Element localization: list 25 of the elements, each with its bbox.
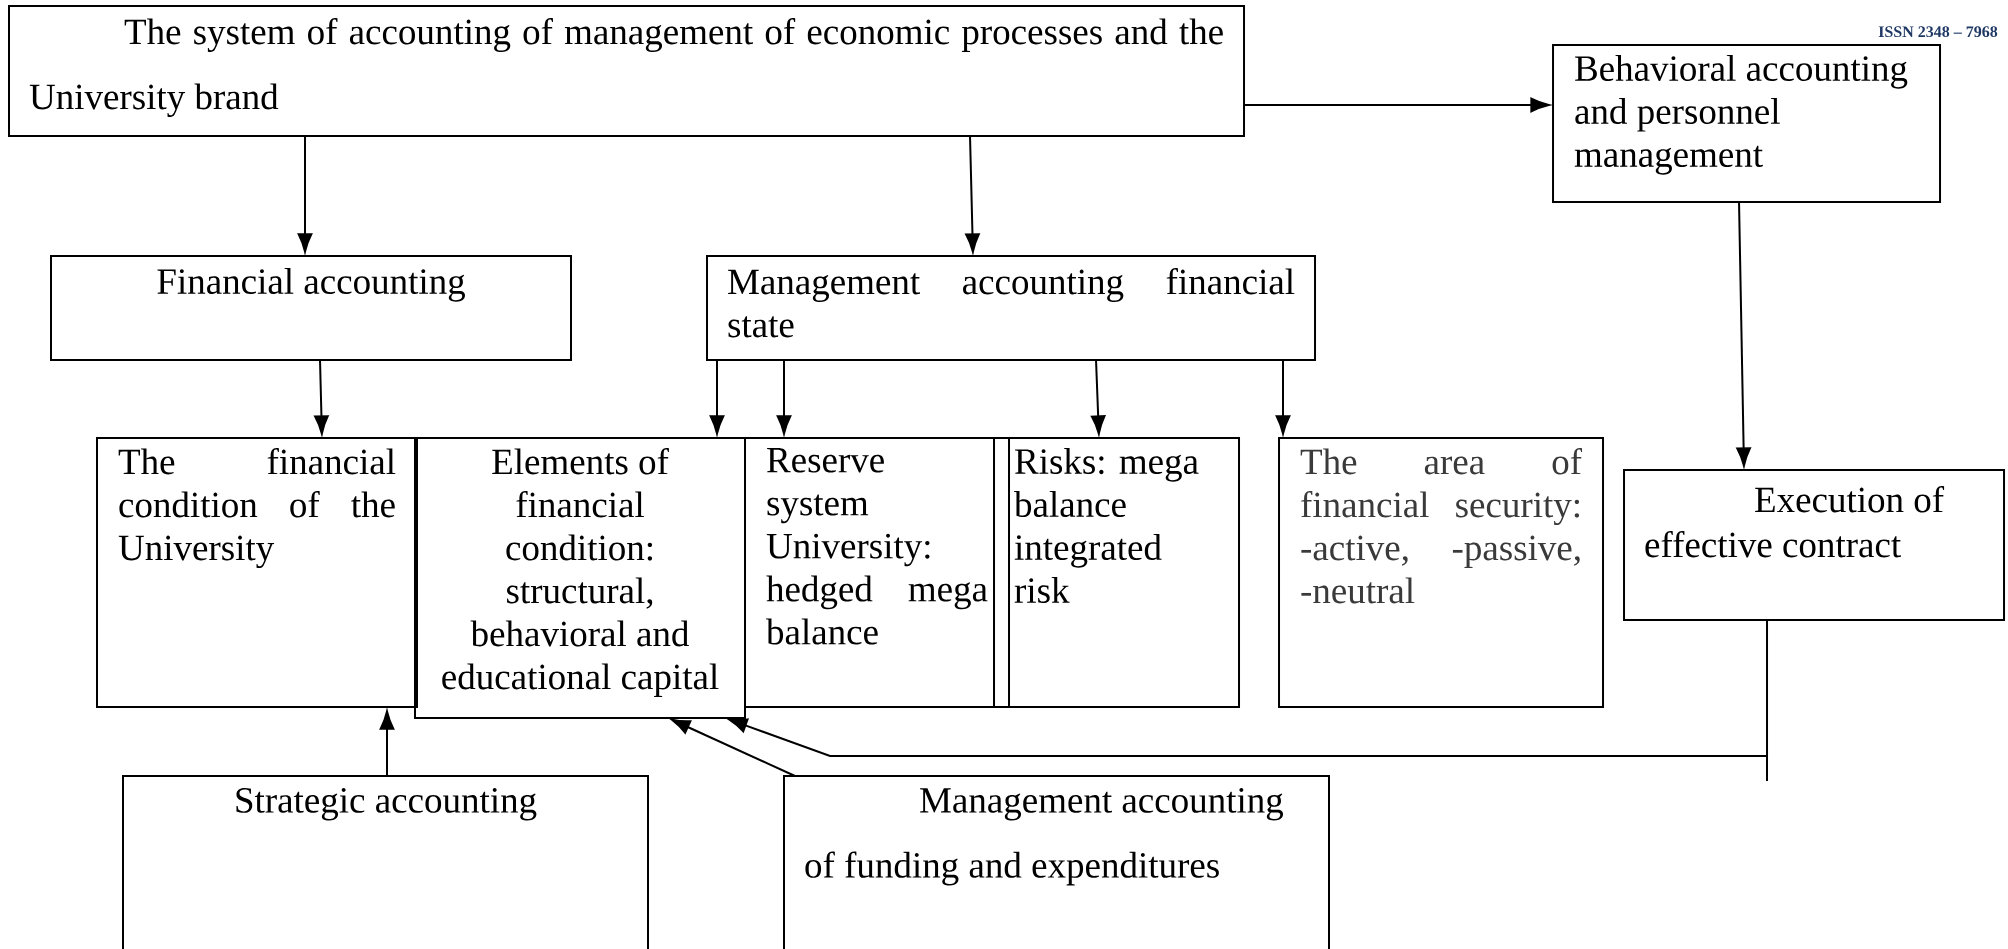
process-box: Behavioral accounting and personnel management — [1552, 44, 1942, 203]
process-box: Reserve system University: hedged mega balance — [744, 437, 1010, 708]
process-box: Financial accounting — [50, 255, 572, 361]
arrow — [1275, 359, 1291, 435]
arrow — [709, 359, 725, 435]
arrow — [965, 135, 980, 253]
arrow — [379, 710, 395, 777]
arrow — [1736, 201, 1751, 467]
header-text: ISSN 2348 – 7968 — [1878, 26, 1998, 38]
arrow — [1243, 97, 1550, 113]
arrow — [671, 718, 796, 777]
arrow — [297, 135, 313, 253]
arrow — [776, 359, 792, 435]
process-box: Risks: mega balance integrated risk — [993, 437, 1240, 708]
arrow — [728, 619, 1769, 782]
process-box: Management accounting financial state — [706, 255, 1316, 361]
process-box: The area of financial security: -active, -passive, -neutral — [1278, 437, 1604, 708]
arrow — [314, 359, 329, 435]
process-box: Strategic accounting — [122, 775, 649, 949]
process-box: The financial condition of the University — [96, 437, 418, 708]
process-box: Elements of financial condition: structural, behavioral and educational capital — [414, 437, 746, 719]
arrow — [1090, 359, 1106, 435]
process-box: The system of accounting of management of economic processes and the University brand — [8, 5, 1245, 137]
process-box: Management accounting of funding and expenditures — [783, 775, 1330, 949]
process-box: Execution of effective contract — [1623, 469, 2006, 621]
